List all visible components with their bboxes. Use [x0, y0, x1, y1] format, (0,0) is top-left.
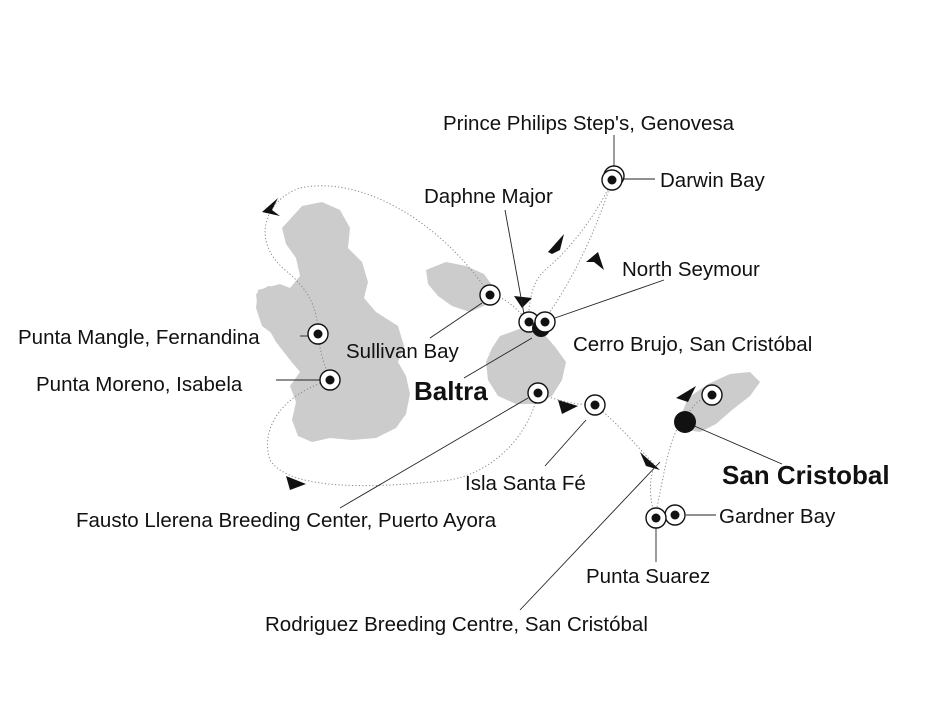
- island-santa-cruz: [486, 328, 566, 404]
- stop-marker-punta-mangle: [307, 323, 329, 345]
- arrow-2: [548, 234, 564, 254]
- arrow-4: [514, 296, 532, 308]
- label-gardner-bay: Gardner Bay: [719, 505, 836, 528]
- stop-marker-north-seymour: [534, 311, 556, 333]
- route-arrows: [262, 198, 696, 490]
- labels: Prince Philips Step's, Genovesa Darwin B…: [18, 112, 890, 636]
- label-punta-moreno: Punta Moreno, Isabela: [36, 373, 243, 396]
- arrow-5: [286, 476, 306, 490]
- stop-markers: [307, 165, 723, 529]
- leader-lines: [276, 135, 783, 611]
- stop-marker-sullivan-bay: [479, 284, 501, 306]
- stop-marker-gardner-bay: [664, 504, 686, 526]
- arrow-3: [586, 252, 604, 270]
- stop-marker-punta-suarez: [645, 507, 667, 529]
- label-rodriguez: Rodriguez Breeding Centre, San Cristóbal: [265, 613, 648, 636]
- stop-marker-isla-santa-fe: [584, 394, 606, 416]
- island-isabela: [256, 202, 410, 442]
- stop-marker-san-cristobal-port: [674, 411, 696, 433]
- label-prince-philips: Prince Philips Step's, Genovesa: [443, 112, 735, 135]
- label-darwin-bay: Darwin Bay: [660, 169, 766, 192]
- stop-marker-cerro-brujo: [701, 384, 723, 406]
- label-isla-santa-fe: Isla Santa Fé: [465, 472, 586, 495]
- arrow-1: [262, 198, 280, 216]
- stop-marker-punta-moreno: [319, 369, 341, 391]
- stop-marker-fausto-llerena: [527, 382, 549, 404]
- island-fernandina: [256, 284, 306, 338]
- label-punta-mangle: Punta Mangle, Fernandina: [18, 326, 260, 349]
- label-fausto-llerena: Fausto Llerena Breeding Center, Puerto A…: [76, 509, 497, 532]
- label-port-san-cristobal: San Cristobal: [722, 460, 890, 490]
- arrow-6: [558, 400, 578, 414]
- arrow-8: [676, 386, 696, 402]
- stop-marker-darwin-bay: [601, 169, 623, 191]
- island-santiago: [426, 262, 494, 312]
- label-punta-suarez: Punta Suarez: [586, 565, 710, 588]
- label-daphne-major: Daphne Major: [424, 185, 553, 208]
- arrow-7: [640, 452, 660, 470]
- label-cerro-brujo: Cerro Brujo, San Cristóbal: [573, 333, 812, 356]
- label-north-seymour: North Seymour: [622, 258, 760, 281]
- islands: [256, 202, 760, 442]
- label-port-baltra: Baltra: [414, 376, 488, 406]
- label-sullivan-bay: Sullivan Bay: [346, 340, 460, 363]
